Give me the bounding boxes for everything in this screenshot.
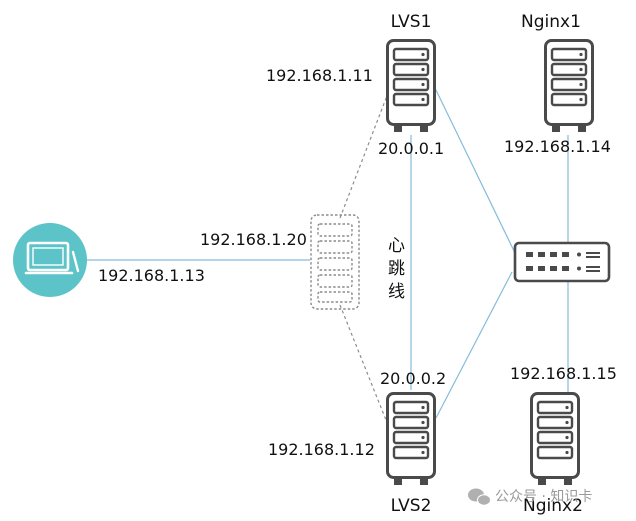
switch-icon [513,241,611,283]
vip-link-lvs1 [339,87,391,219]
nginx2-server-icon [530,392,580,487]
vip-ip: 192.168.1.20 [200,230,307,249]
vip-link-lvs2 [339,304,391,431]
nginx2-name: Nginx2 [523,496,583,516]
lvs2-heartbeat-ip: 20.0.0.2 [380,369,446,388]
heartbeat-label: 心 跳 线 [388,236,405,302]
lvs1-ip: 192.168.1.11 [266,66,373,85]
link-lvs2-switch [435,271,513,419]
nginx2-ip: 192.168.1.15 [510,364,617,383]
client-circle [13,223,87,297]
watermark-text: 公众号 · 知识卡 [495,488,592,505]
nginx1-ip: 192.168.1.14 [504,137,611,156]
lvs2-name: LVS2 [391,496,432,516]
connections [70,87,569,431]
wechat-icon [468,488,491,506]
lvs1-heartbeat-ip: 20.0.0.1 [378,139,444,158]
heartbeat-char: 线 [388,282,405,302]
lvs1-server-icon [386,39,436,134]
heartbeat-char: 跳 [388,259,405,279]
client-ip: 192.168.1.13 [98,266,205,285]
nginx1-name: Nginx1 [521,12,581,32]
link-lvs1-switch [435,89,517,256]
watermark: 公众号 · 知识卡 [468,488,592,506]
vip-virtual-server-icon [310,214,360,310]
laptop-icon [24,241,80,275]
lvs1-name: LVS1 [391,12,432,32]
nginx1-server-icon [544,39,594,134]
lvs2-ip: 192.168.1.12 [268,440,375,459]
lvs2-server-icon [386,392,436,487]
heartbeat-char: 心 [388,236,405,256]
client-node [13,223,87,297]
